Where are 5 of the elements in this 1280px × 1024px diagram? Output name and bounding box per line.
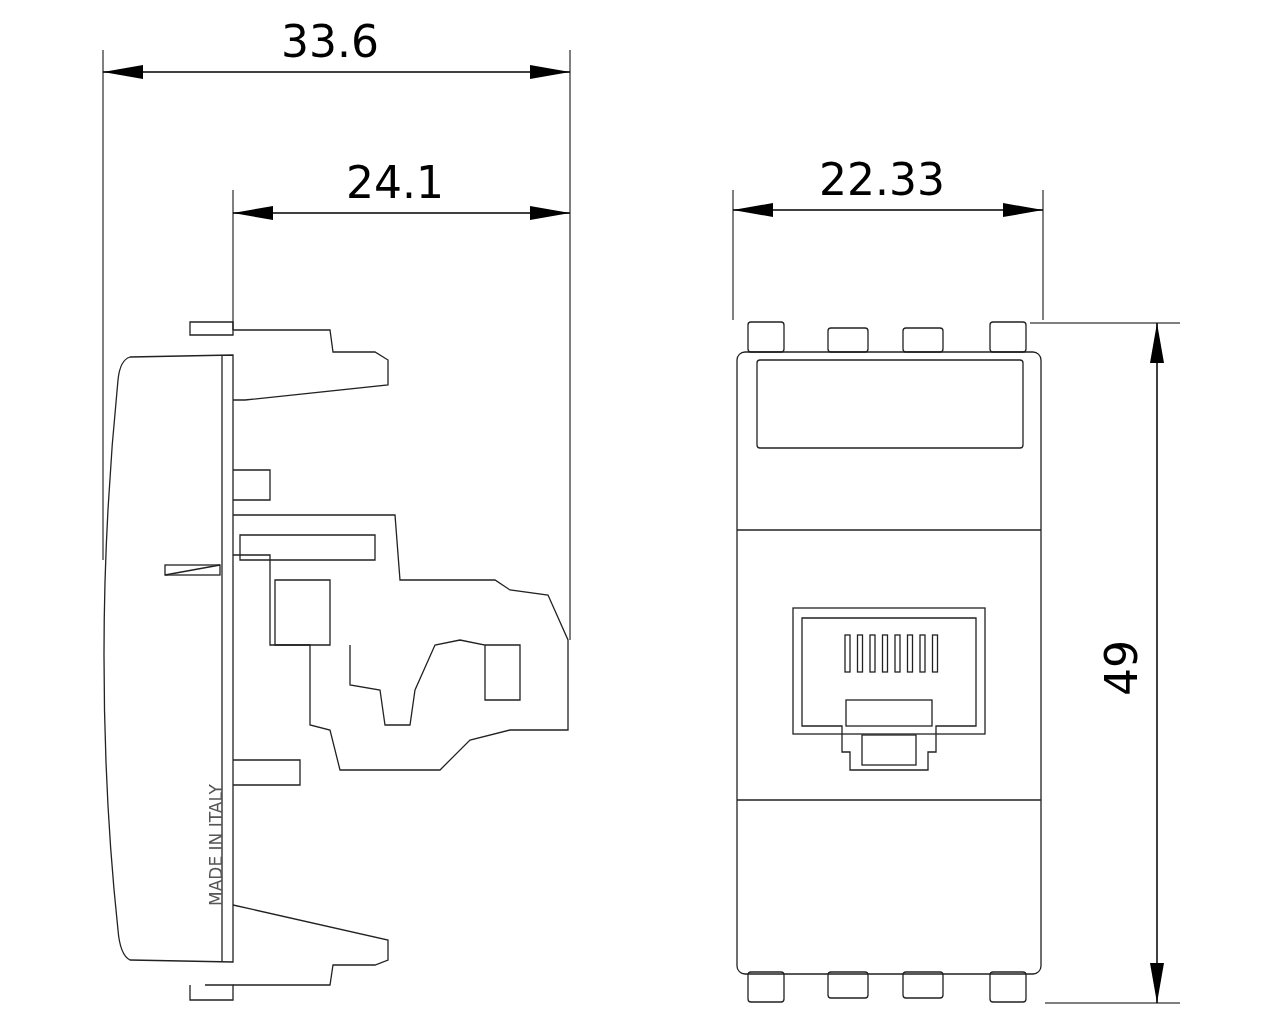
dimension-value: 49: [1100, 640, 1144, 696]
dimension-value: 22.33: [819, 158, 945, 202]
dimension-value: 33.6: [281, 20, 379, 64]
dimension-value: 24.1: [346, 161, 444, 205]
product-marking: MADE IN ITALY: [207, 784, 225, 906]
